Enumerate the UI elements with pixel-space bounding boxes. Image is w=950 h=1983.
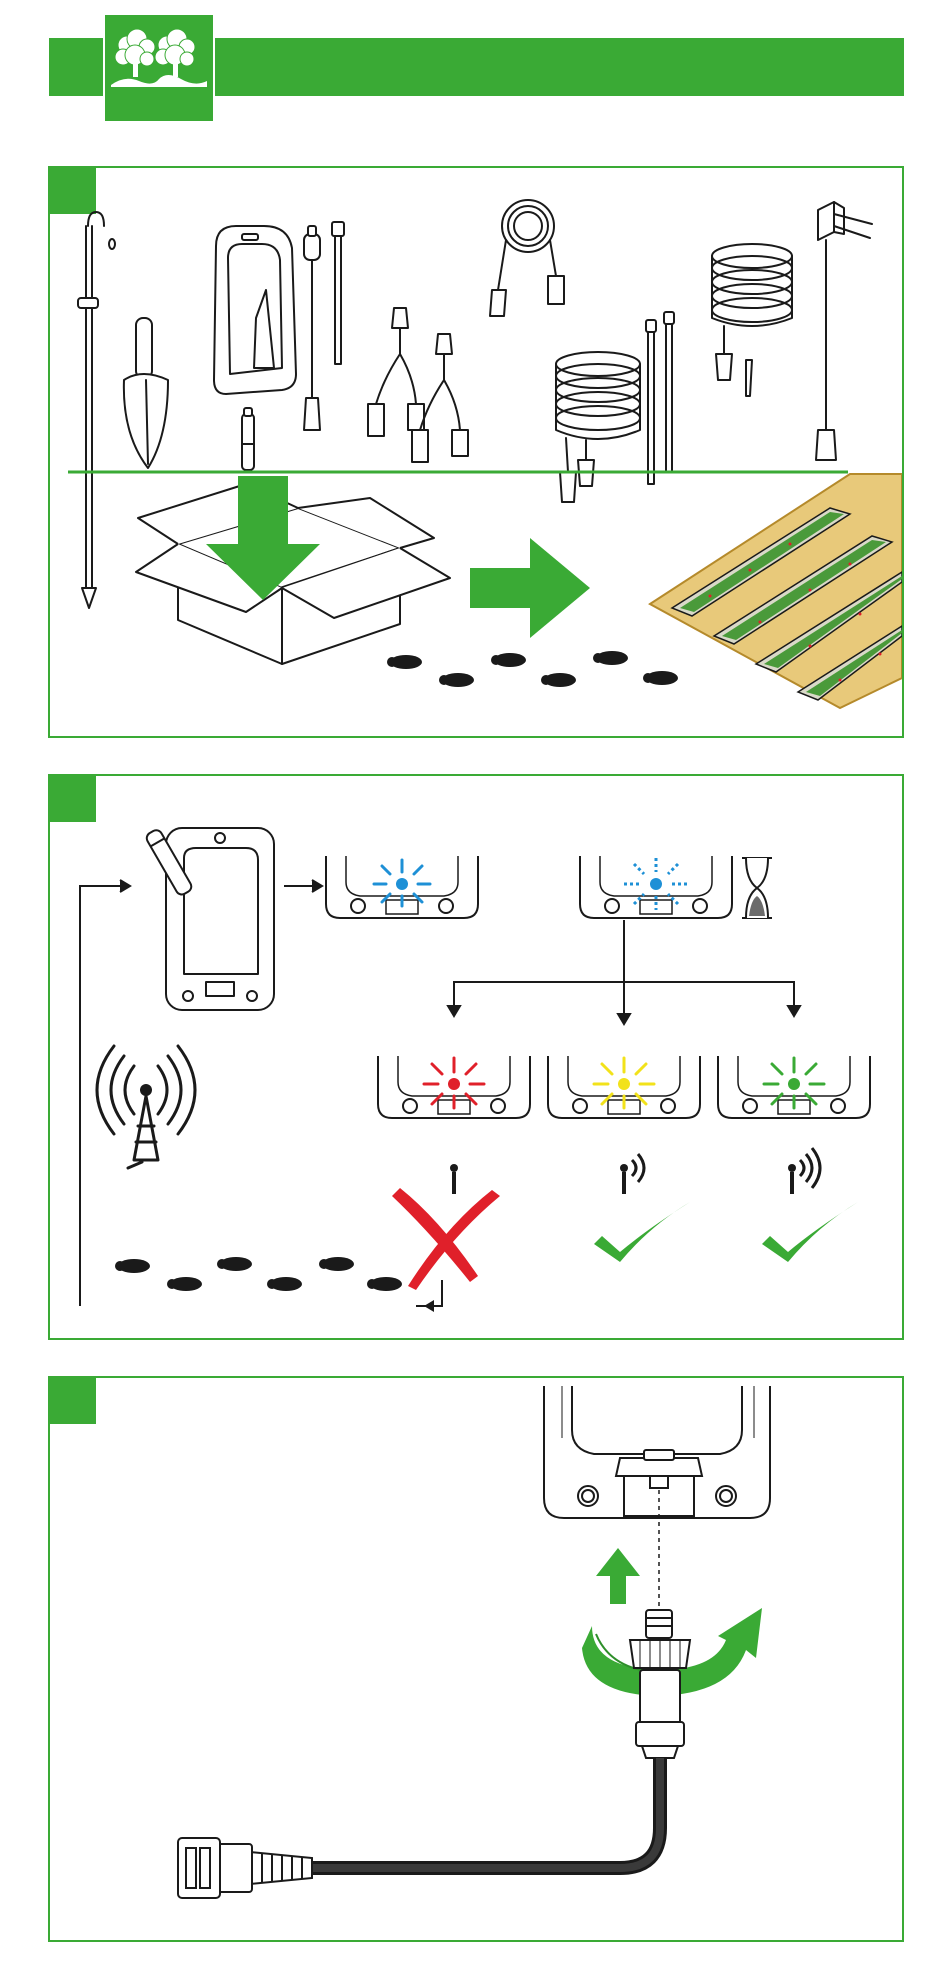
- radio-tower-icon: [97, 1046, 195, 1168]
- crop-field-icon: [650, 474, 902, 708]
- check-icon: [594, 1202, 858, 1262]
- footprints-icon: [115, 1257, 402, 1291]
- cable-icon: [310, 1758, 660, 1868]
- leaf-wetness-sensor-icon: [816, 202, 872, 460]
- connector-icon: [630, 1610, 690, 1758]
- battery-icon: [242, 408, 254, 470]
- cable-tie-icon: [646, 312, 674, 484]
- box-icon: [136, 484, 450, 664]
- insert-battery-icon: [145, 828, 274, 1010]
- trees-logo-icon: [103, 13, 215, 123]
- panel-step-unpack: [48, 166, 904, 738]
- cable-tie-icon: [332, 222, 344, 364]
- led-device-yellow: [548, 1056, 700, 1118]
- y-splitter-cable-icon: [412, 334, 468, 462]
- panel-step-signal-check: [48, 774, 904, 1340]
- trowel-icon: [124, 318, 168, 468]
- y-splitter-cable-icon: [368, 308, 424, 436]
- radiation-shield-icon: [712, 244, 792, 396]
- footprints-icon: [387, 651, 678, 687]
- strong-signal-icon: [788, 1148, 820, 1194]
- right-arrow-icon: [470, 538, 590, 638]
- led-device-blue-blinking: [580, 856, 732, 918]
- hourglass-icon: [742, 858, 772, 918]
- led-device-green: [718, 1056, 870, 1118]
- coiled-cable-icon: [490, 200, 564, 316]
- up-arrow-icon: [596, 1548, 640, 1604]
- device-bottom-icon: [544, 1386, 770, 1518]
- panel-step-connect-cable: [48, 1376, 904, 1942]
- medium-signal-icon: [620, 1154, 644, 1194]
- plug-icon: [178, 1838, 312, 1898]
- probe-rod-icon: [78, 212, 115, 608]
- radiation-shield-icon: [556, 352, 640, 502]
- gateway-device-icon: [214, 226, 296, 394]
- weak-signal-icon: [450, 1164, 458, 1194]
- sensor-probe-icon: [304, 226, 320, 430]
- led-device-blue: [326, 856, 478, 918]
- cross-icon: [392, 1188, 500, 1290]
- led-device-red: [378, 1056, 530, 1118]
